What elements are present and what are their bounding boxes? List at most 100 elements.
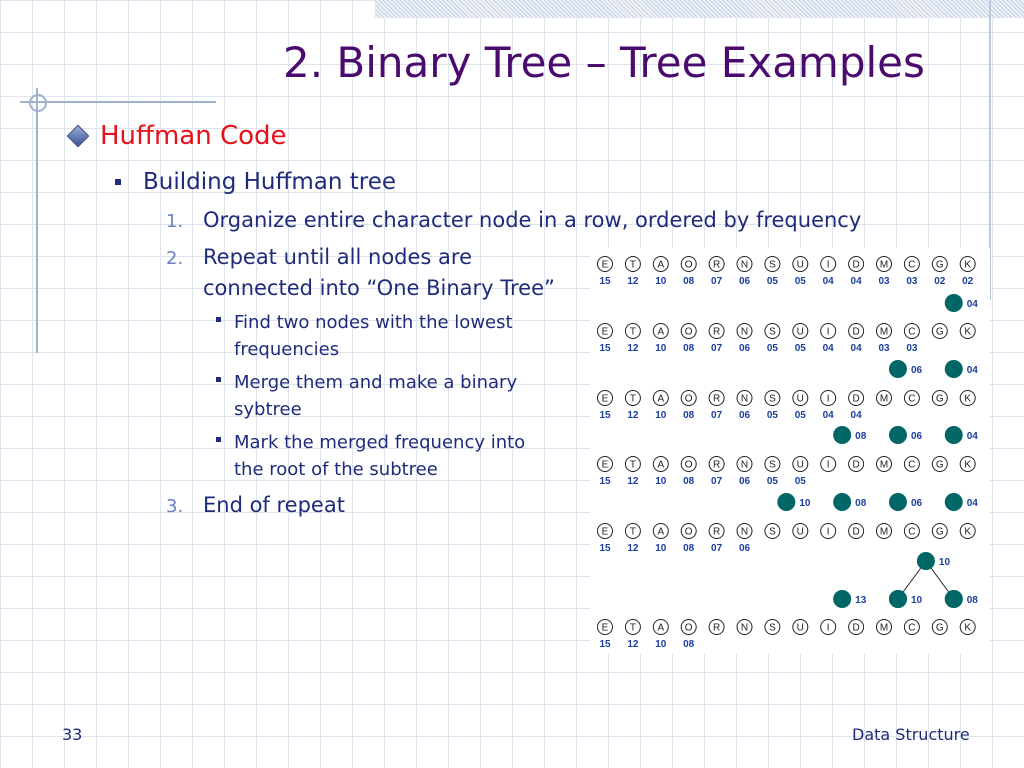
frequency-label: 08 bbox=[683, 343, 695, 354]
letter-node bbox=[708, 619, 725, 635]
letter-label: I bbox=[827, 260, 830, 271]
letter-node bbox=[820, 256, 837, 272]
letter-node bbox=[959, 456, 976, 472]
frequency-label: 12 bbox=[627, 276, 639, 287]
frequency-label: 10 bbox=[655, 639, 667, 650]
letter-node bbox=[931, 323, 948, 339]
merged-node bbox=[889, 590, 907, 608]
decor-vertical-line-left bbox=[36, 88, 38, 353]
letter-node bbox=[597, 256, 613, 272]
letter-label: E bbox=[602, 260, 609, 271]
letter-label: T bbox=[630, 394, 636, 405]
frequency-label: 08 bbox=[683, 410, 695, 421]
frequency-label: 07 bbox=[711, 343, 723, 354]
letter-label: A bbox=[657, 527, 664, 538]
letter-node bbox=[652, 619, 669, 635]
letter-node bbox=[820, 619, 837, 635]
letter-label: N bbox=[741, 327, 748, 338]
letter-label: S bbox=[769, 260, 776, 271]
letter-node bbox=[820, 323, 837, 339]
letter-node bbox=[764, 619, 781, 635]
frequency-label: 04 bbox=[823, 276, 835, 287]
letter-label: S bbox=[769, 327, 776, 338]
letter-node bbox=[736, 456, 753, 472]
frequency-label: 03 bbox=[906, 276, 918, 287]
letter-label: N bbox=[741, 260, 748, 271]
letter-label: O bbox=[685, 527, 693, 538]
letter-label: I bbox=[827, 460, 830, 471]
letter-label: G bbox=[936, 327, 944, 338]
merged-node bbox=[944, 294, 963, 312]
letter-label: E bbox=[602, 394, 609, 405]
frequency-label: 15 bbox=[599, 543, 611, 554]
substep-1: Find two nodes with the lowest frequenci… bbox=[216, 309, 513, 363]
letter-label: C bbox=[908, 260, 915, 271]
letter-label: G bbox=[936, 623, 944, 634]
frequency-label: 03 bbox=[878, 343, 890, 354]
square-bullet-icon bbox=[115, 179, 121, 185]
letter-label: U bbox=[797, 260, 804, 271]
letter-node bbox=[903, 323, 920, 339]
letter-label: G bbox=[936, 394, 944, 405]
letter-node bbox=[876, 256, 892, 272]
letter-node bbox=[820, 523, 837, 539]
letter-label: E bbox=[602, 623, 609, 634]
frequency-label: 06 bbox=[739, 476, 751, 487]
letter-label: E bbox=[602, 327, 609, 338]
square-bullet-icon bbox=[216, 437, 221, 442]
frequency-label: 05 bbox=[767, 276, 779, 287]
frequency-label: 12 bbox=[627, 343, 639, 354]
letter-node bbox=[680, 619, 697, 635]
letter-label: C bbox=[908, 394, 915, 405]
frequency-label: 08 bbox=[683, 543, 695, 554]
letter-node bbox=[708, 523, 725, 539]
frequency-label: 10 bbox=[655, 476, 667, 487]
letter-label: D bbox=[852, 527, 859, 538]
letter-node bbox=[903, 619, 920, 635]
merged-node bbox=[944, 426, 963, 444]
letter-node bbox=[624, 256, 641, 272]
step-3-text: End of repeat bbox=[203, 493, 345, 517]
letter-label: U bbox=[797, 394, 804, 405]
letter-node bbox=[959, 323, 976, 339]
letter-node bbox=[848, 619, 865, 635]
letter-node bbox=[876, 619, 892, 635]
letter-label: G bbox=[936, 260, 944, 271]
frequency-label: 04 bbox=[851, 343, 863, 354]
letter-label: R bbox=[713, 394, 720, 405]
substep-1-line1: Find two nodes with the lowest bbox=[234, 312, 513, 333]
letter-label: I bbox=[827, 527, 830, 538]
letter-label: M bbox=[880, 623, 888, 634]
letter-label: K bbox=[964, 460, 971, 471]
letter-node bbox=[736, 256, 753, 272]
merged-frequency-label: 10 bbox=[799, 498, 811, 509]
frequency-label: 08 bbox=[683, 276, 695, 287]
frequency-label: 10 bbox=[655, 276, 667, 287]
letter-node bbox=[764, 390, 781, 406]
letter-label: N bbox=[741, 394, 748, 405]
letter-node bbox=[680, 456, 697, 472]
letter-node bbox=[931, 456, 948, 472]
letter-label: T bbox=[630, 327, 636, 338]
letter-label: M bbox=[880, 394, 888, 405]
merged-node bbox=[888, 493, 907, 511]
frequency-label: 06 bbox=[739, 343, 751, 354]
letter-label: A bbox=[657, 394, 664, 405]
substep-2-text: Merge them and make a binary sybtree bbox=[234, 369, 517, 423]
letter-node bbox=[792, 323, 809, 339]
step-3-number: 3. bbox=[166, 496, 184, 517]
letter-node bbox=[708, 256, 725, 272]
merged-frequency-label: 08 bbox=[855, 498, 867, 509]
substep-2: Merge them and make a binary sybtree bbox=[216, 369, 517, 423]
letter-node bbox=[597, 456, 613, 472]
letter-node bbox=[652, 323, 669, 339]
merged-frequency-label: 04 bbox=[967, 431, 979, 442]
merged-frequency-label: 08 bbox=[967, 595, 979, 606]
diamond-bullet-icon bbox=[66, 124, 90, 148]
letter-node bbox=[764, 523, 781, 539]
letter-node bbox=[876, 456, 892, 472]
frequency-label: 05 bbox=[767, 410, 779, 421]
letter-node bbox=[680, 523, 697, 539]
substep-3-line2: the root of the subtree bbox=[234, 459, 438, 480]
letter-label: O bbox=[685, 460, 693, 471]
